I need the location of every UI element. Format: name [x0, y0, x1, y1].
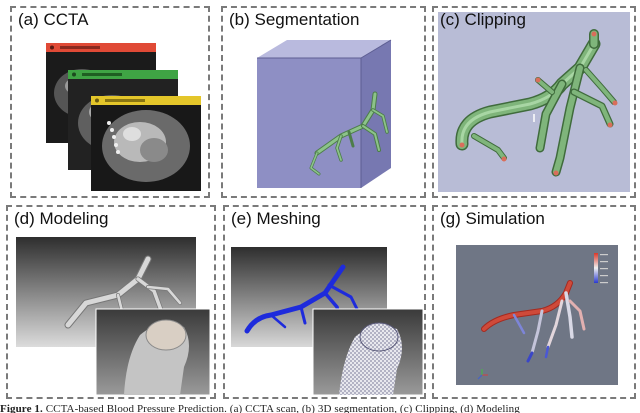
clipped-vessel-tree: [438, 12, 630, 192]
panel-segmentation: (b) Segmentation: [221, 6, 426, 198]
panel-label-meshing: (e) Meshing: [231, 209, 321, 228]
panel-label-ccta: (a) CCTA: [18, 10, 89, 29]
panel-ccta: (a) CCTA: [10, 6, 210, 198]
segmentation-cube: [257, 39, 392, 188]
mesh-model: [231, 247, 424, 396]
pressure-simulation: [456, 245, 618, 385]
orientation-axes-icon: [477, 369, 488, 380]
panel-label-clipping: (c) Clipping: [440, 10, 526, 29]
caption-text: CCTA-based Blood Pressure Prediction. (a…: [42, 403, 520, 413]
pressure-colorbar: [594, 253, 608, 284]
panel-clipping: (c) Clipping: [432, 6, 636, 198]
modeling-zoom-inset: [95, 308, 211, 396]
panel-label-segmentation: (b) Segmentation: [229, 10, 360, 29]
segmented-vessel-tree: [309, 91, 389, 176]
meshing-zoom-inset: [312, 308, 424, 396]
figure-caption: Figure 1. CCTA-based Blood Pressure Pred…: [0, 403, 640, 413]
ct-slice-front: [91, 96, 201, 191]
vessel-model: [16, 237, 211, 396]
ct-slice-image: [46, 43, 201, 191]
clip-caps: [459, 31, 618, 176]
panel-label-simulation: (g) Simulation: [440, 209, 545, 228]
caption-figure-label: Figure 1.: [0, 403, 43, 413]
panel-simulation: (g) Simulation: [432, 205, 636, 399]
panel-modeling: (d) Modeling: [6, 205, 216, 399]
panel-meshing: (e) Meshing: [223, 205, 426, 399]
panel-label-modeling: (d) Modeling: [14, 209, 109, 228]
